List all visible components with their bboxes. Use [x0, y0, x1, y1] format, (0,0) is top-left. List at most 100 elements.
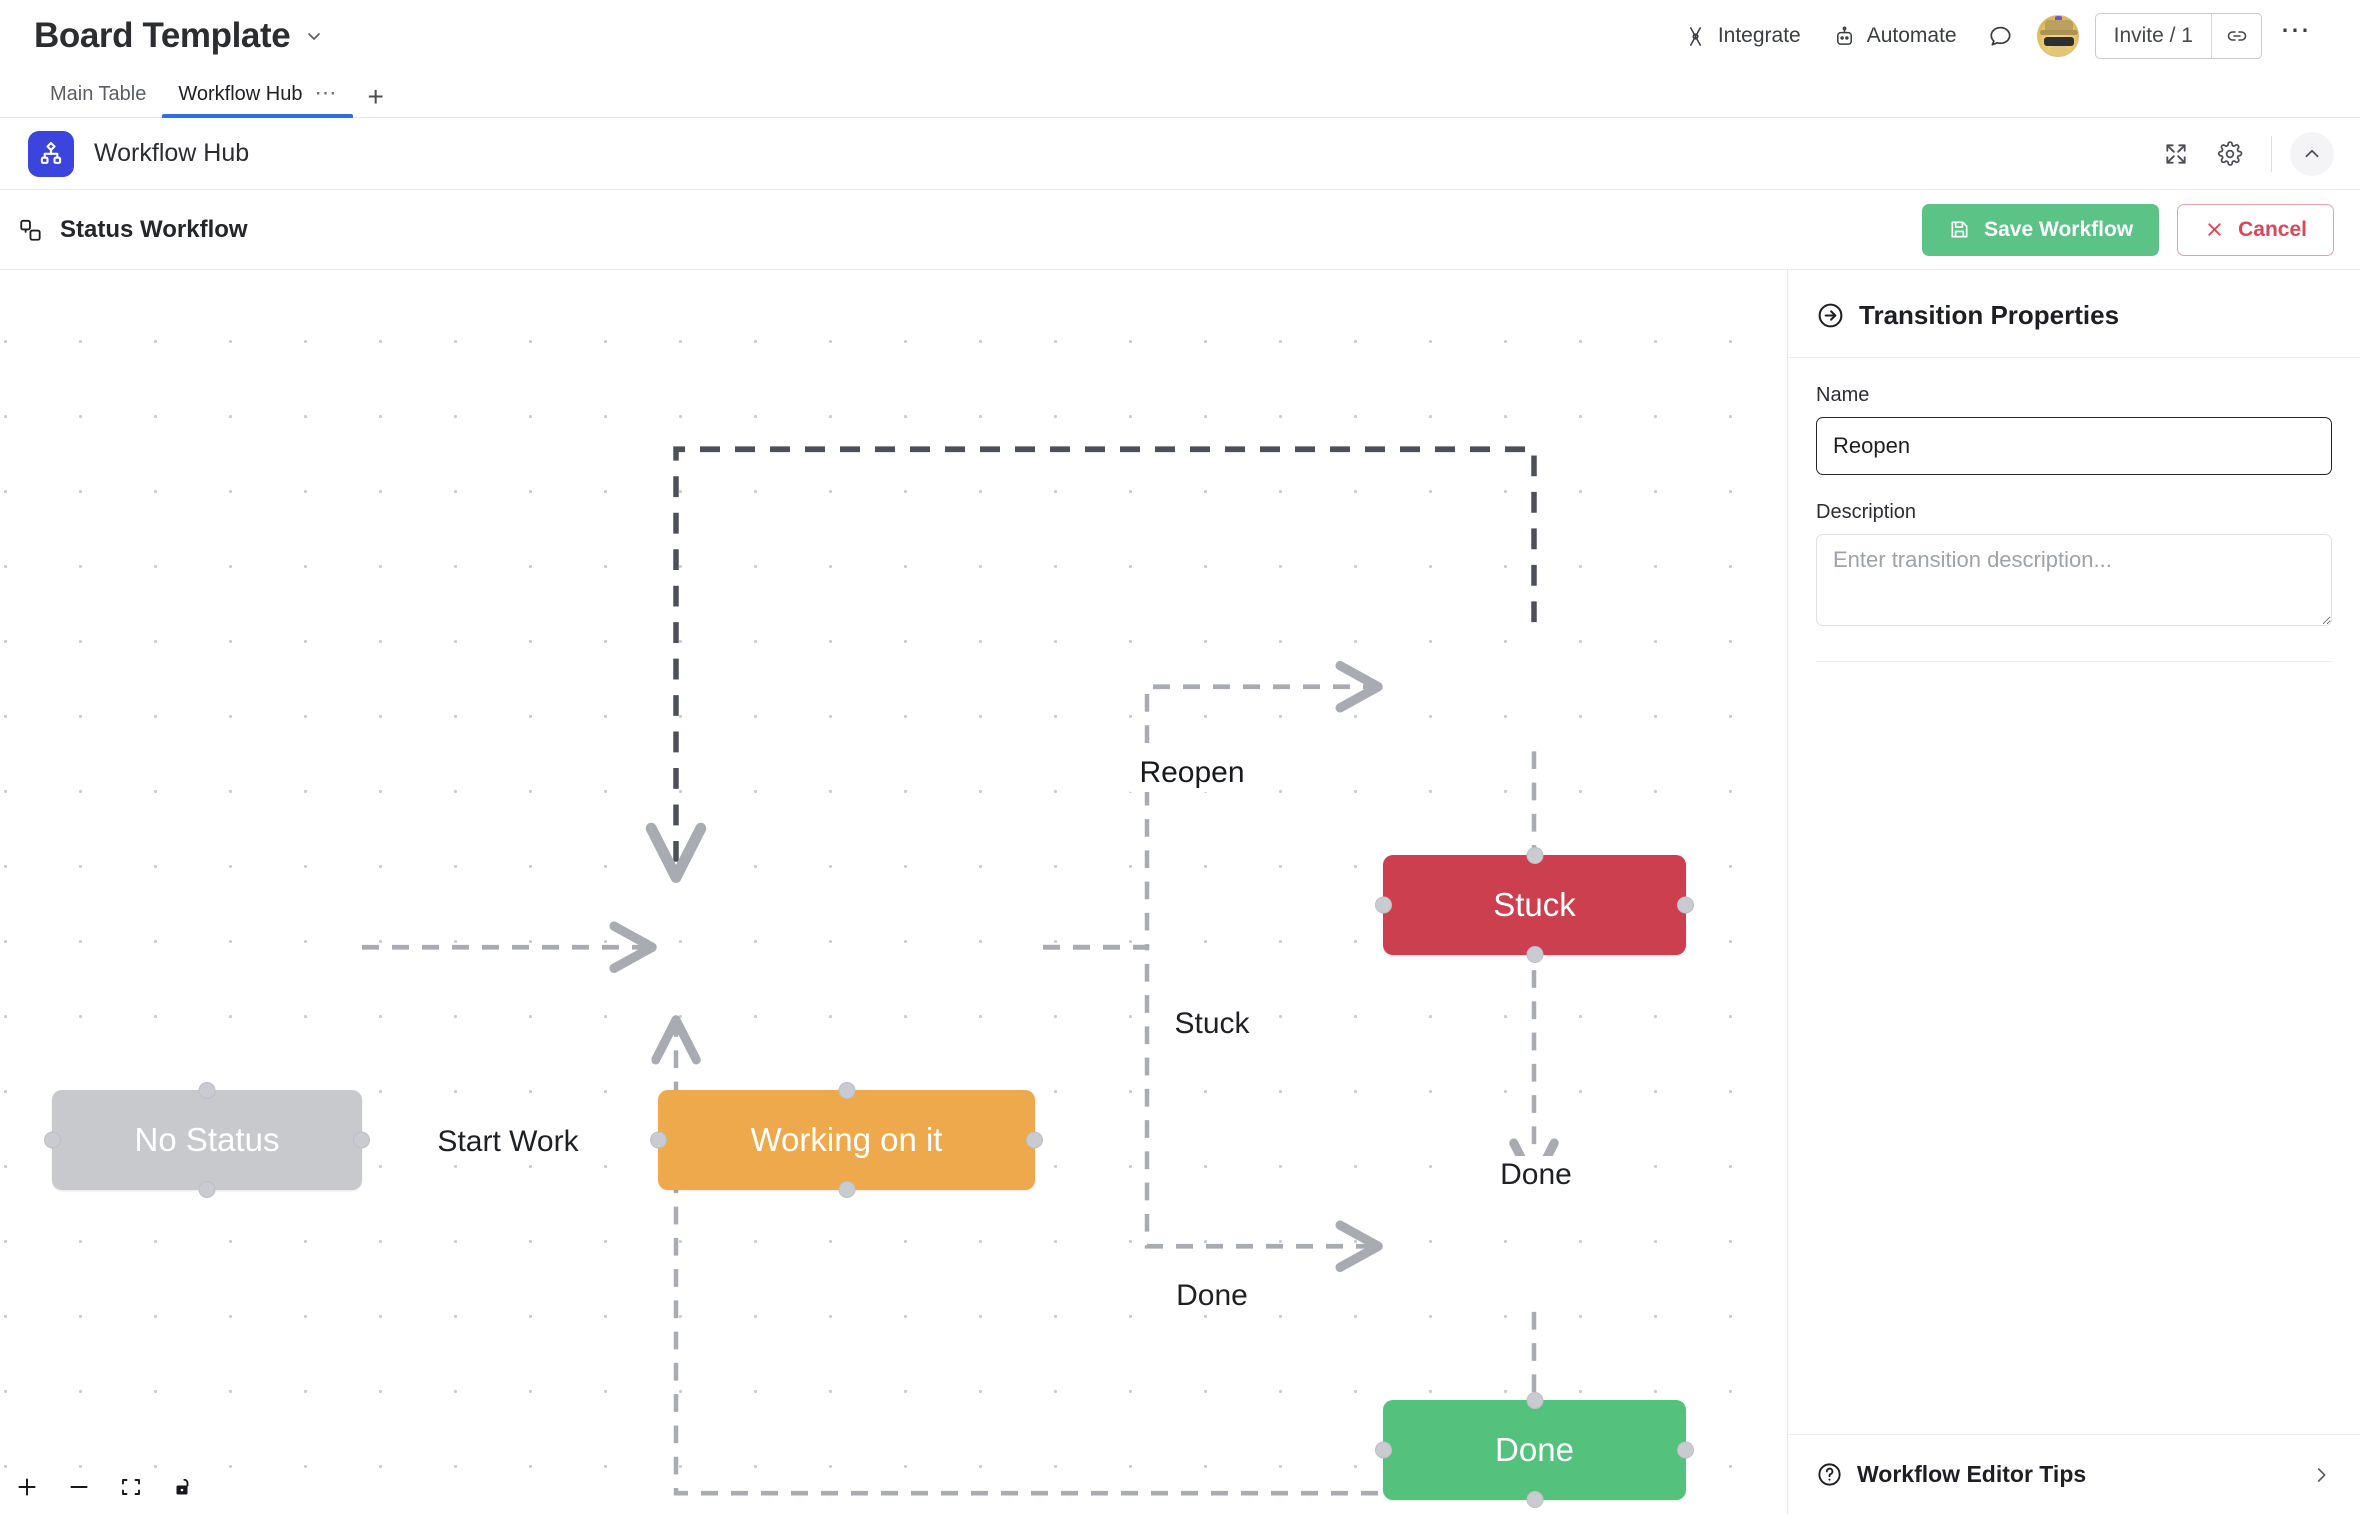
workflow-node-done[interactable]: Done: [1383, 1400, 1686, 1500]
node-handle-bottom[interactable]: [199, 1181, 216, 1198]
arrow-circle-right-icon: [1816, 301, 1845, 330]
tab-label: Workflow Hub: [178, 83, 302, 106]
automate-button[interactable]: Automate: [1817, 16, 1973, 56]
workflow-title: Status Workflow: [60, 216, 248, 244]
close-icon: [2204, 219, 2225, 240]
node-label: No Status: [135, 1121, 280, 1159]
help-circle-icon: [1816, 1461, 1843, 1488]
chevron-right-icon: [2310, 1464, 2332, 1486]
edge-label-done-from-working[interactable]: Done: [1166, 1277, 1258, 1315]
edge-done-from-working[interactable]: [1043, 947, 1376, 1246]
node-handle-top[interactable]: [199, 1082, 216, 1099]
workflow-hub-logo: [28, 131, 74, 177]
workflow-node-working-on-it[interactable]: Working on it: [658, 1090, 1035, 1190]
workflow-node-stuck[interactable]: Stuck: [1383, 855, 1686, 955]
edge-label-reopen-top[interactable]: Reopen: [1129, 754, 1254, 792]
node-handle-left[interactable]: [1375, 1442, 1392, 1459]
lock-open-icon[interactable]: [168, 1472, 198, 1502]
edge-label-start-work[interactable]: Start Work: [427, 1123, 588, 1161]
link-icon[interactable]: [2211, 14, 2261, 58]
cancel-label: Cancel: [2238, 218, 2307, 242]
zoom-in-button[interactable]: [12, 1472, 42, 1502]
workflow-node-no-status[interactable]: No Status: [52, 1090, 362, 1190]
board-tabs: Main Table Workflow Hub ⋯ +: [0, 72, 2360, 118]
app-bar: Workflow Hub: [0, 118, 2360, 190]
node-handle-bottom[interactable]: [838, 1181, 855, 1198]
panel-body: Name Description: [1788, 358, 2360, 1434]
spacer: [1816, 475, 2332, 501]
tab-label: Main Table: [50, 83, 146, 106]
expand-icon[interactable]: [2153, 131, 2199, 177]
workflow-editor-body: No Status Working on it Stuck: [0, 270, 2360, 1514]
transition-name-input[interactable]: [1816, 417, 2332, 475]
edge-label-done-from-stuck[interactable]: Done: [1490, 1156, 1582, 1194]
panel-header: Transition Properties: [1788, 270, 2360, 358]
node-handle-top[interactable]: [838, 1082, 855, 1099]
node-handle-right[interactable]: [1677, 897, 1694, 914]
more-horizontal-icon[interactable]: ⋯: [2262, 25, 2326, 47]
invite-group: Invite / 1: [2095, 13, 2262, 59]
edge-stuck[interactable]: [1043, 687, 1376, 947]
node-handle-left[interactable]: [1375, 897, 1392, 914]
save-workflow-label: Save Workflow: [1984, 218, 2133, 242]
node-handle-left[interactable]: [650, 1132, 667, 1149]
avatar[interactable]: [2037, 15, 2079, 57]
board-title-group[interactable]: Board Template: [34, 16, 324, 56]
save-workflow-button[interactable]: Save Workflow: [1922, 204, 2159, 256]
cancel-button[interactable]: Cancel: [2177, 204, 2334, 256]
workflow-canvas[interactable]: No Status Working on it Stuck: [0, 270, 1787, 1514]
avatar-sunglasses: [2044, 37, 2074, 46]
integrate-icon: [1684, 25, 1707, 48]
add-tab-button[interactable]: +: [353, 86, 397, 117]
avatar-muzzle: [2050, 46, 2068, 57]
tips-label: Workflow Editor Tips: [1857, 1461, 2086, 1488]
workflow-actions: Save Workflow Cancel: [1922, 204, 2334, 256]
workflow-editor-tips-button[interactable]: Workflow Editor Tips: [1788, 1434, 2360, 1514]
edge-reopen-top[interactable]: [676, 449, 1534, 874]
description-field-label: Description: [1816, 501, 2332, 524]
zoom-out-button[interactable]: [64, 1472, 94, 1502]
node-handle-right[interactable]: [1677, 1442, 1694, 1459]
board-header: Board Template Integrate: [0, 0, 2360, 72]
chat-bubble-icon[interactable]: [1979, 14, 2023, 58]
name-field-label: Name: [1816, 384, 2332, 407]
node-handle-top[interactable]: [1526, 847, 1543, 864]
gear-icon[interactable]: [2207, 131, 2253, 177]
fit-view-icon[interactable]: [116, 1472, 146, 1502]
transition-description-textarea[interactable]: [1816, 534, 2332, 626]
node-handle-right[interactable]: [1026, 1132, 1043, 1149]
transition-properties-panel: Transition Properties Name Description W…: [1787, 270, 2360, 1514]
tab-main-table[interactable]: Main Table: [34, 83, 162, 117]
tab-workflow-hub[interactable]: Workflow Hub ⋯: [162, 83, 353, 117]
page-title: Board Template: [34, 16, 290, 56]
edge-label-stuck[interactable]: Stuck: [1164, 1005, 1259, 1043]
invite-button[interactable]: Invite / 1: [2096, 14, 2211, 58]
integrate-label: Integrate: [1718, 24, 1801, 48]
node-handle-top[interactable]: [1526, 1392, 1543, 1409]
avatar-hat: [2045, 20, 2073, 33]
more-horizontal-icon[interactable]: ⋯: [314, 87, 337, 103]
chevron-down-icon[interactable]: [304, 26, 324, 46]
canvas-controls: [12, 1472, 198, 1502]
save-icon: [1948, 218, 1971, 241]
app-name: Workflow Hub: [94, 139, 249, 168]
divider: [2271, 136, 2272, 172]
node-label: Done: [1495, 1431, 1574, 1469]
node-handle-right[interactable]: [353, 1132, 370, 1149]
node-label: Stuck: [1493, 886, 1576, 924]
node-handle-left[interactable]: [44, 1132, 61, 1149]
integrate-button[interactable]: Integrate: [1668, 16, 1817, 56]
divider: [1816, 661, 2332, 662]
node-label: Working on it: [751, 1121, 943, 1159]
workflow-title-group: Status Workflow: [10, 216, 248, 244]
node-handle-bottom[interactable]: [1526, 1491, 1543, 1508]
chevron-up-icon[interactable]: [2290, 132, 2334, 176]
workflow-nodes-icon: [18, 217, 44, 243]
board-header-actions: Integrate Automate: [1668, 13, 2326, 59]
node-handle-bottom[interactable]: [1526, 946, 1543, 963]
robot-icon: [1833, 25, 1856, 48]
panel-title: Transition Properties: [1859, 300, 2119, 331]
app-bar-actions: [2153, 131, 2334, 177]
automate-label: Automate: [1867, 24, 1957, 48]
